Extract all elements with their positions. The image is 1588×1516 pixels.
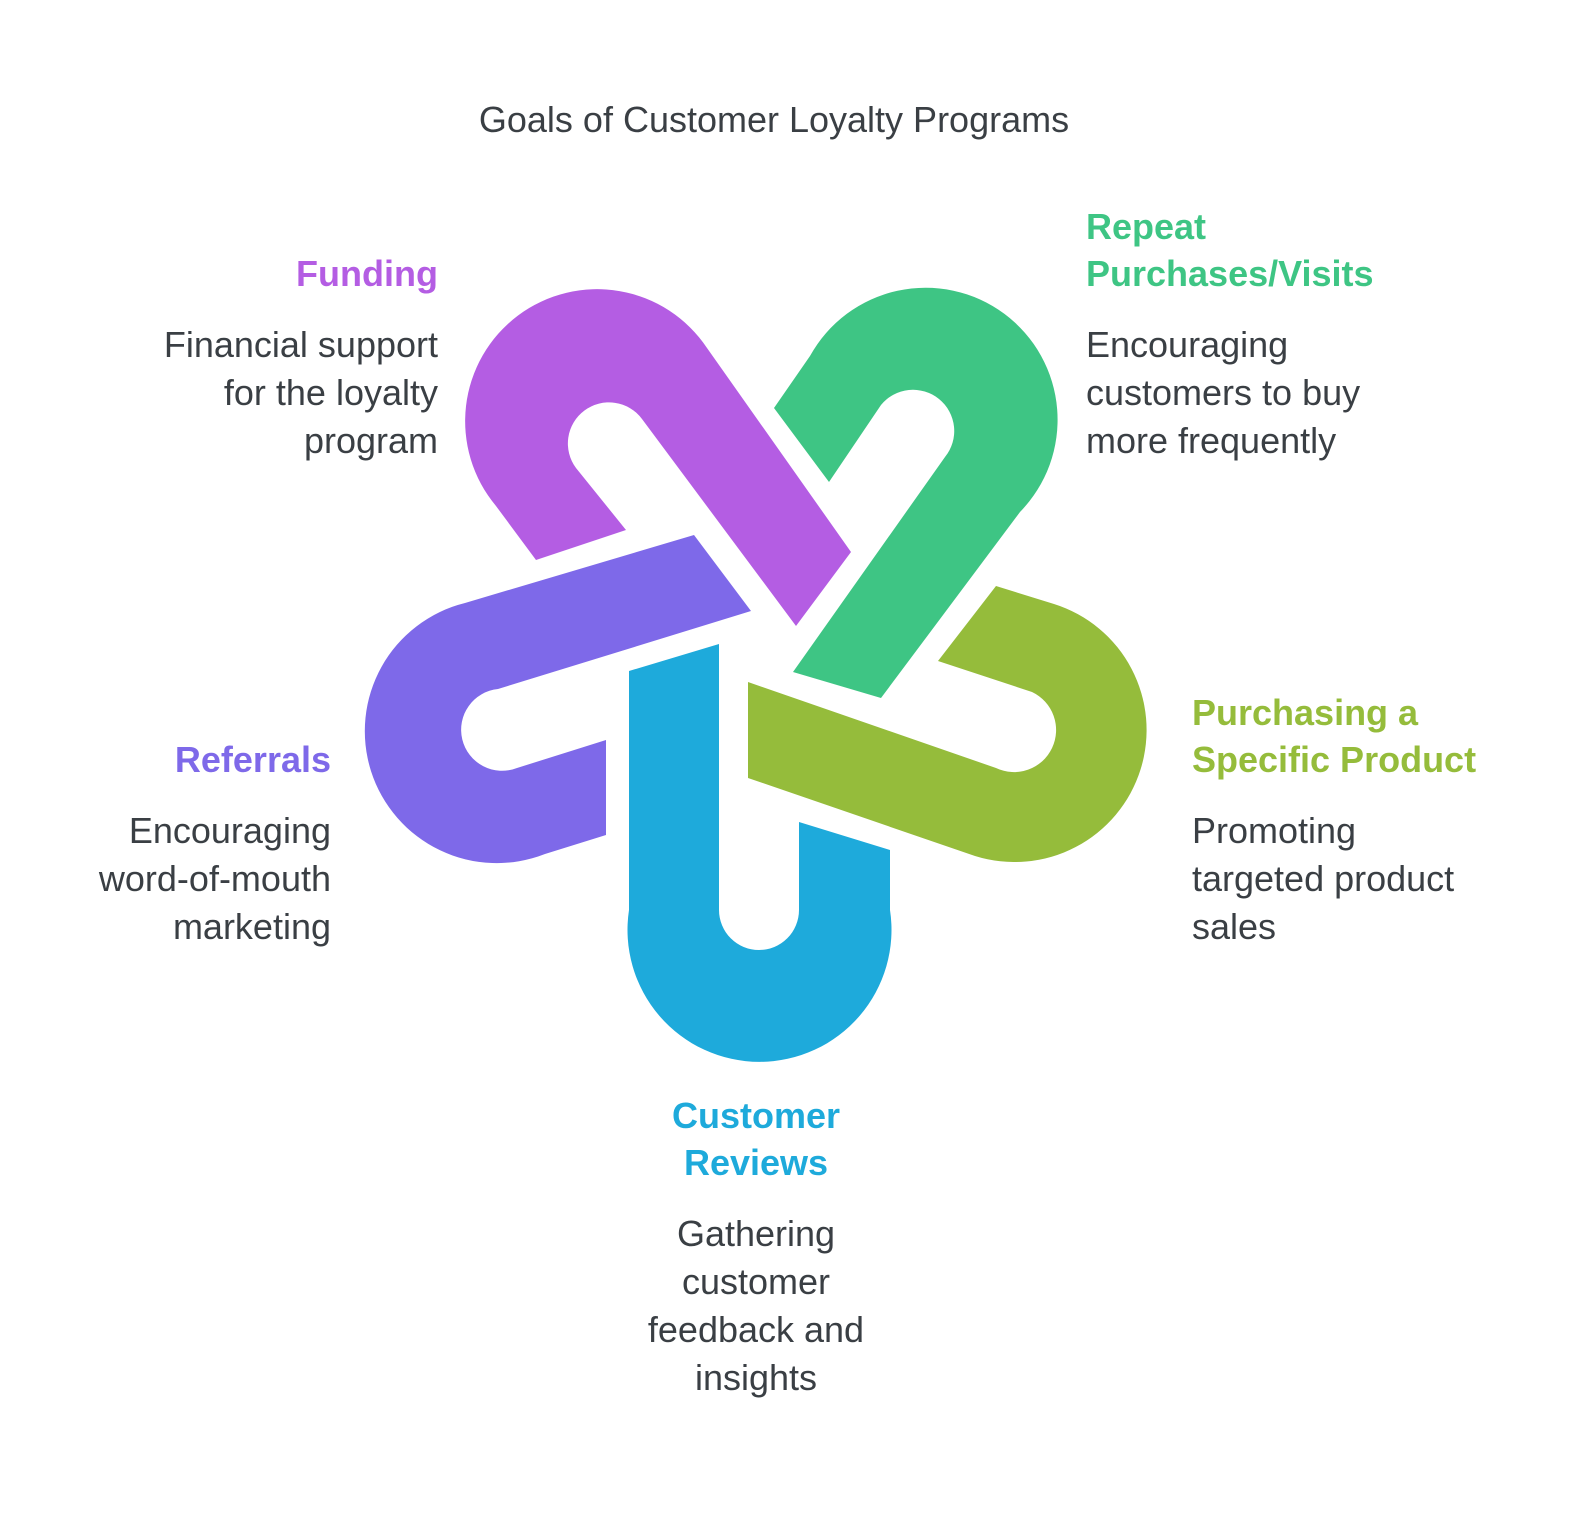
goal-specific-desc-line: sales xyxy=(1192,906,1277,947)
goal-referrals-desc-line: word-of-mouth xyxy=(98,858,331,899)
goal-specific-heading: Purchasing a Specific Product xyxy=(1192,689,1572,783)
goal-specific-desc-line: targeted product xyxy=(1192,858,1455,899)
goal-referrals-desc: Encouraging word-of-mouth marketing xyxy=(20,807,331,951)
goal-specific-heading-line: Purchasing a xyxy=(1192,692,1419,733)
goal-repeat-heading-line: Purchases/Visits xyxy=(1086,253,1374,294)
goal-repeat-purchases: Repeat Purchases/Visits Encouraging cust… xyxy=(1086,203,1506,465)
reviews-loop xyxy=(627,644,892,1062)
goal-funding-heading-text: Funding xyxy=(296,253,438,294)
goal-repeat-heading-line: Repeat xyxy=(1086,206,1207,247)
goal-reviews-heading-line: Reviews xyxy=(683,1142,829,1183)
goal-repeat-heading: Repeat Purchases/Visits xyxy=(1086,203,1506,297)
goal-reviews-desc-line: insights xyxy=(694,1357,818,1398)
goal-repeat-desc-line: Encouraging xyxy=(1086,324,1289,365)
referrals-loop xyxy=(364,535,751,864)
goal-customer-reviews: Customer Reviews Gathering customer feed… xyxy=(600,1092,912,1402)
goal-specific-desc: Promoting targeted product sales xyxy=(1192,807,1572,951)
goal-reviews-heading-line: Customer xyxy=(671,1095,841,1136)
goal-funding: Funding Financial support for the loyalt… xyxy=(40,250,438,465)
goal-referrals-heading: Referrals xyxy=(20,736,331,783)
repeat-loop xyxy=(774,287,1058,698)
goal-specific-product: Purchasing a Specific Product Promoting … xyxy=(1192,689,1572,951)
goal-reviews-heading: Customer Reviews xyxy=(600,1092,912,1186)
goal-specific-desc-line: Promoting xyxy=(1192,810,1357,851)
goal-repeat-desc-line: customers to buy xyxy=(1086,372,1361,413)
goal-repeat-desc: Encouraging customers to buy more freque… xyxy=(1086,321,1506,465)
goal-reviews-desc-line: customer xyxy=(681,1261,831,1302)
goal-referrals-desc-line: marketing xyxy=(172,906,331,947)
goal-referrals-desc-line: Encouraging xyxy=(128,810,331,851)
goal-reviews-desc-line: feedback and xyxy=(647,1309,865,1350)
goal-specific-heading-line: Specific Product xyxy=(1192,739,1477,780)
goal-funding-desc: Financial support for the loyalty progra… xyxy=(40,321,438,465)
goal-funding-desc-line: Financial support xyxy=(163,324,438,365)
funding-loop xyxy=(465,289,851,626)
goal-funding-heading: Funding xyxy=(40,250,438,297)
goal-reviews-desc-line: Gathering xyxy=(676,1213,836,1254)
goal-funding-desc-line: for the loyalty xyxy=(223,372,438,413)
goal-reviews-desc: Gathering customer feedback and insights xyxy=(600,1210,912,1402)
specific-product-loop xyxy=(748,586,1147,863)
goal-funding-desc-line: program xyxy=(303,420,438,461)
goal-referrals: Referrals Encouraging word-of-mouth mark… xyxy=(20,736,331,951)
diagram-title: Goals of Customer Loyalty Programs xyxy=(478,99,1070,140)
goal-referrals-heading-text: Referrals xyxy=(174,739,331,780)
goal-repeat-desc-line: more frequently xyxy=(1086,420,1337,461)
